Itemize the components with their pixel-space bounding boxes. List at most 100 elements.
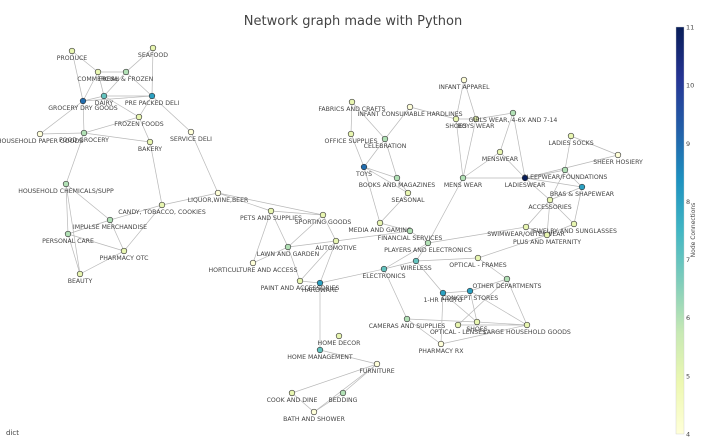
graph-node[interactable] <box>381 135 389 143</box>
graph-node[interactable] <box>94 68 102 76</box>
graph-edge <box>82 95 153 102</box>
graph-node[interactable] <box>546 196 554 204</box>
graph-node[interactable] <box>284 243 292 251</box>
node-label: FURNITURE <box>359 368 394 375</box>
graph-edge <box>525 226 548 236</box>
graph-node[interactable] <box>459 174 467 182</box>
graph-edge <box>525 199 551 228</box>
graph-node[interactable] <box>403 315 411 323</box>
graph-edge <box>103 95 140 118</box>
graph-node[interactable] <box>348 98 356 106</box>
graph-node[interactable] <box>120 247 128 255</box>
graph-node[interactable] <box>437 340 445 348</box>
graph-node[interactable] <box>503 275 511 283</box>
graph-node[interactable] <box>380 265 388 273</box>
graph-node[interactable] <box>316 346 324 354</box>
colorbar-tick-label: 6 <box>686 314 690 322</box>
graph-node[interactable] <box>373 360 381 368</box>
graph-node[interactable] <box>521 174 529 182</box>
colorbar-tick-label: 7 <box>686 256 690 264</box>
graph-edge <box>549 186 583 201</box>
graph-edge <box>82 100 85 134</box>
graph-node[interactable] <box>148 92 156 100</box>
graph-node[interactable] <box>288 389 296 397</box>
graph-node[interactable] <box>567 132 575 140</box>
graph-node[interactable] <box>473 318 481 326</box>
graph-node[interactable] <box>106 216 114 224</box>
graph-node[interactable] <box>319 211 327 219</box>
graph-node[interactable] <box>347 130 355 138</box>
node-label: SHOES <box>445 123 466 130</box>
graph-node[interactable] <box>187 128 195 136</box>
graph-node[interactable] <box>316 279 324 287</box>
graph-node[interactable] <box>360 163 368 171</box>
graph-node[interactable] <box>76 270 84 278</box>
graph-edge <box>457 278 508 326</box>
graph-node[interactable] <box>406 103 414 111</box>
graph-node[interactable] <box>249 259 257 267</box>
graph-node[interactable] <box>454 321 462 329</box>
node-label: MEDIA AND GAMING <box>348 227 411 234</box>
graph-edge <box>427 226 527 244</box>
graph-node[interactable] <box>439 289 447 297</box>
graph-node[interactable] <box>496 148 504 156</box>
node-label: BRAS & SHAPEWEAR <box>550 191 615 198</box>
graph-node[interactable] <box>310 408 318 416</box>
graph-node[interactable] <box>214 189 222 197</box>
graph-node[interactable] <box>614 151 622 159</box>
graph-node[interactable] <box>474 254 482 262</box>
graph-node[interactable] <box>332 237 340 245</box>
graph-node[interactable] <box>296 277 304 285</box>
colorbar-tick-label: 10 <box>686 82 694 90</box>
graph-node[interactable] <box>339 389 347 397</box>
graph-edge <box>406 318 442 345</box>
graph-node[interactable] <box>452 115 460 123</box>
graph-edge <box>499 112 514 153</box>
graph-node[interactable] <box>522 223 530 231</box>
graph-edge <box>383 260 417 270</box>
graph-node[interactable] <box>267 207 275 215</box>
graph-node[interactable] <box>404 189 412 197</box>
graph-node[interactable] <box>158 201 166 209</box>
graph-node[interactable] <box>64 230 72 238</box>
graph-edge <box>39 100 84 135</box>
graph-node[interactable] <box>466 287 474 295</box>
node-label: ELECTRONICS <box>362 273 405 280</box>
graph-node[interactable] <box>578 183 586 191</box>
graph-edge <box>570 135 619 156</box>
graph-node[interactable] <box>570 220 578 228</box>
graph-node[interactable] <box>460 76 468 84</box>
graph-node[interactable] <box>509 109 517 117</box>
graph-node[interactable] <box>80 129 88 137</box>
graph-node[interactable] <box>561 166 569 174</box>
graph-edge <box>83 116 140 134</box>
graph-edge <box>217 192 272 212</box>
node-label: OPTICAL - LENSES <box>430 329 486 336</box>
node-label: HARDWARE <box>302 287 338 294</box>
graph-node[interactable] <box>122 68 130 76</box>
graph-node[interactable] <box>335 332 343 340</box>
graph-node[interactable] <box>146 138 154 146</box>
node-label: BOOKS AND MAGAZINES <box>359 182 436 189</box>
graph-node[interactable] <box>543 231 551 239</box>
graph-node[interactable] <box>100 92 108 100</box>
graph-node[interactable] <box>36 130 44 138</box>
graph-node[interactable] <box>68 47 76 55</box>
graph-node[interactable] <box>424 239 432 247</box>
graph-node[interactable] <box>135 113 143 121</box>
graph-node[interactable] <box>406 227 414 235</box>
graph-node[interactable] <box>412 257 420 265</box>
graph-node[interactable] <box>62 180 70 188</box>
graph-node[interactable] <box>523 321 531 329</box>
graph-edge <box>549 169 566 201</box>
graph-node[interactable] <box>149 44 157 52</box>
graph-edge <box>67 219 111 235</box>
graph-node[interactable] <box>472 115 480 123</box>
graph-node[interactable] <box>376 219 384 227</box>
graph-edge <box>384 138 398 179</box>
graph-node[interactable] <box>79 97 87 105</box>
node-label: COMMERCIAL <box>77 76 119 83</box>
graph-edge <box>463 79 477 120</box>
graph-edge <box>151 95 192 133</box>
graph-node[interactable] <box>393 174 401 182</box>
